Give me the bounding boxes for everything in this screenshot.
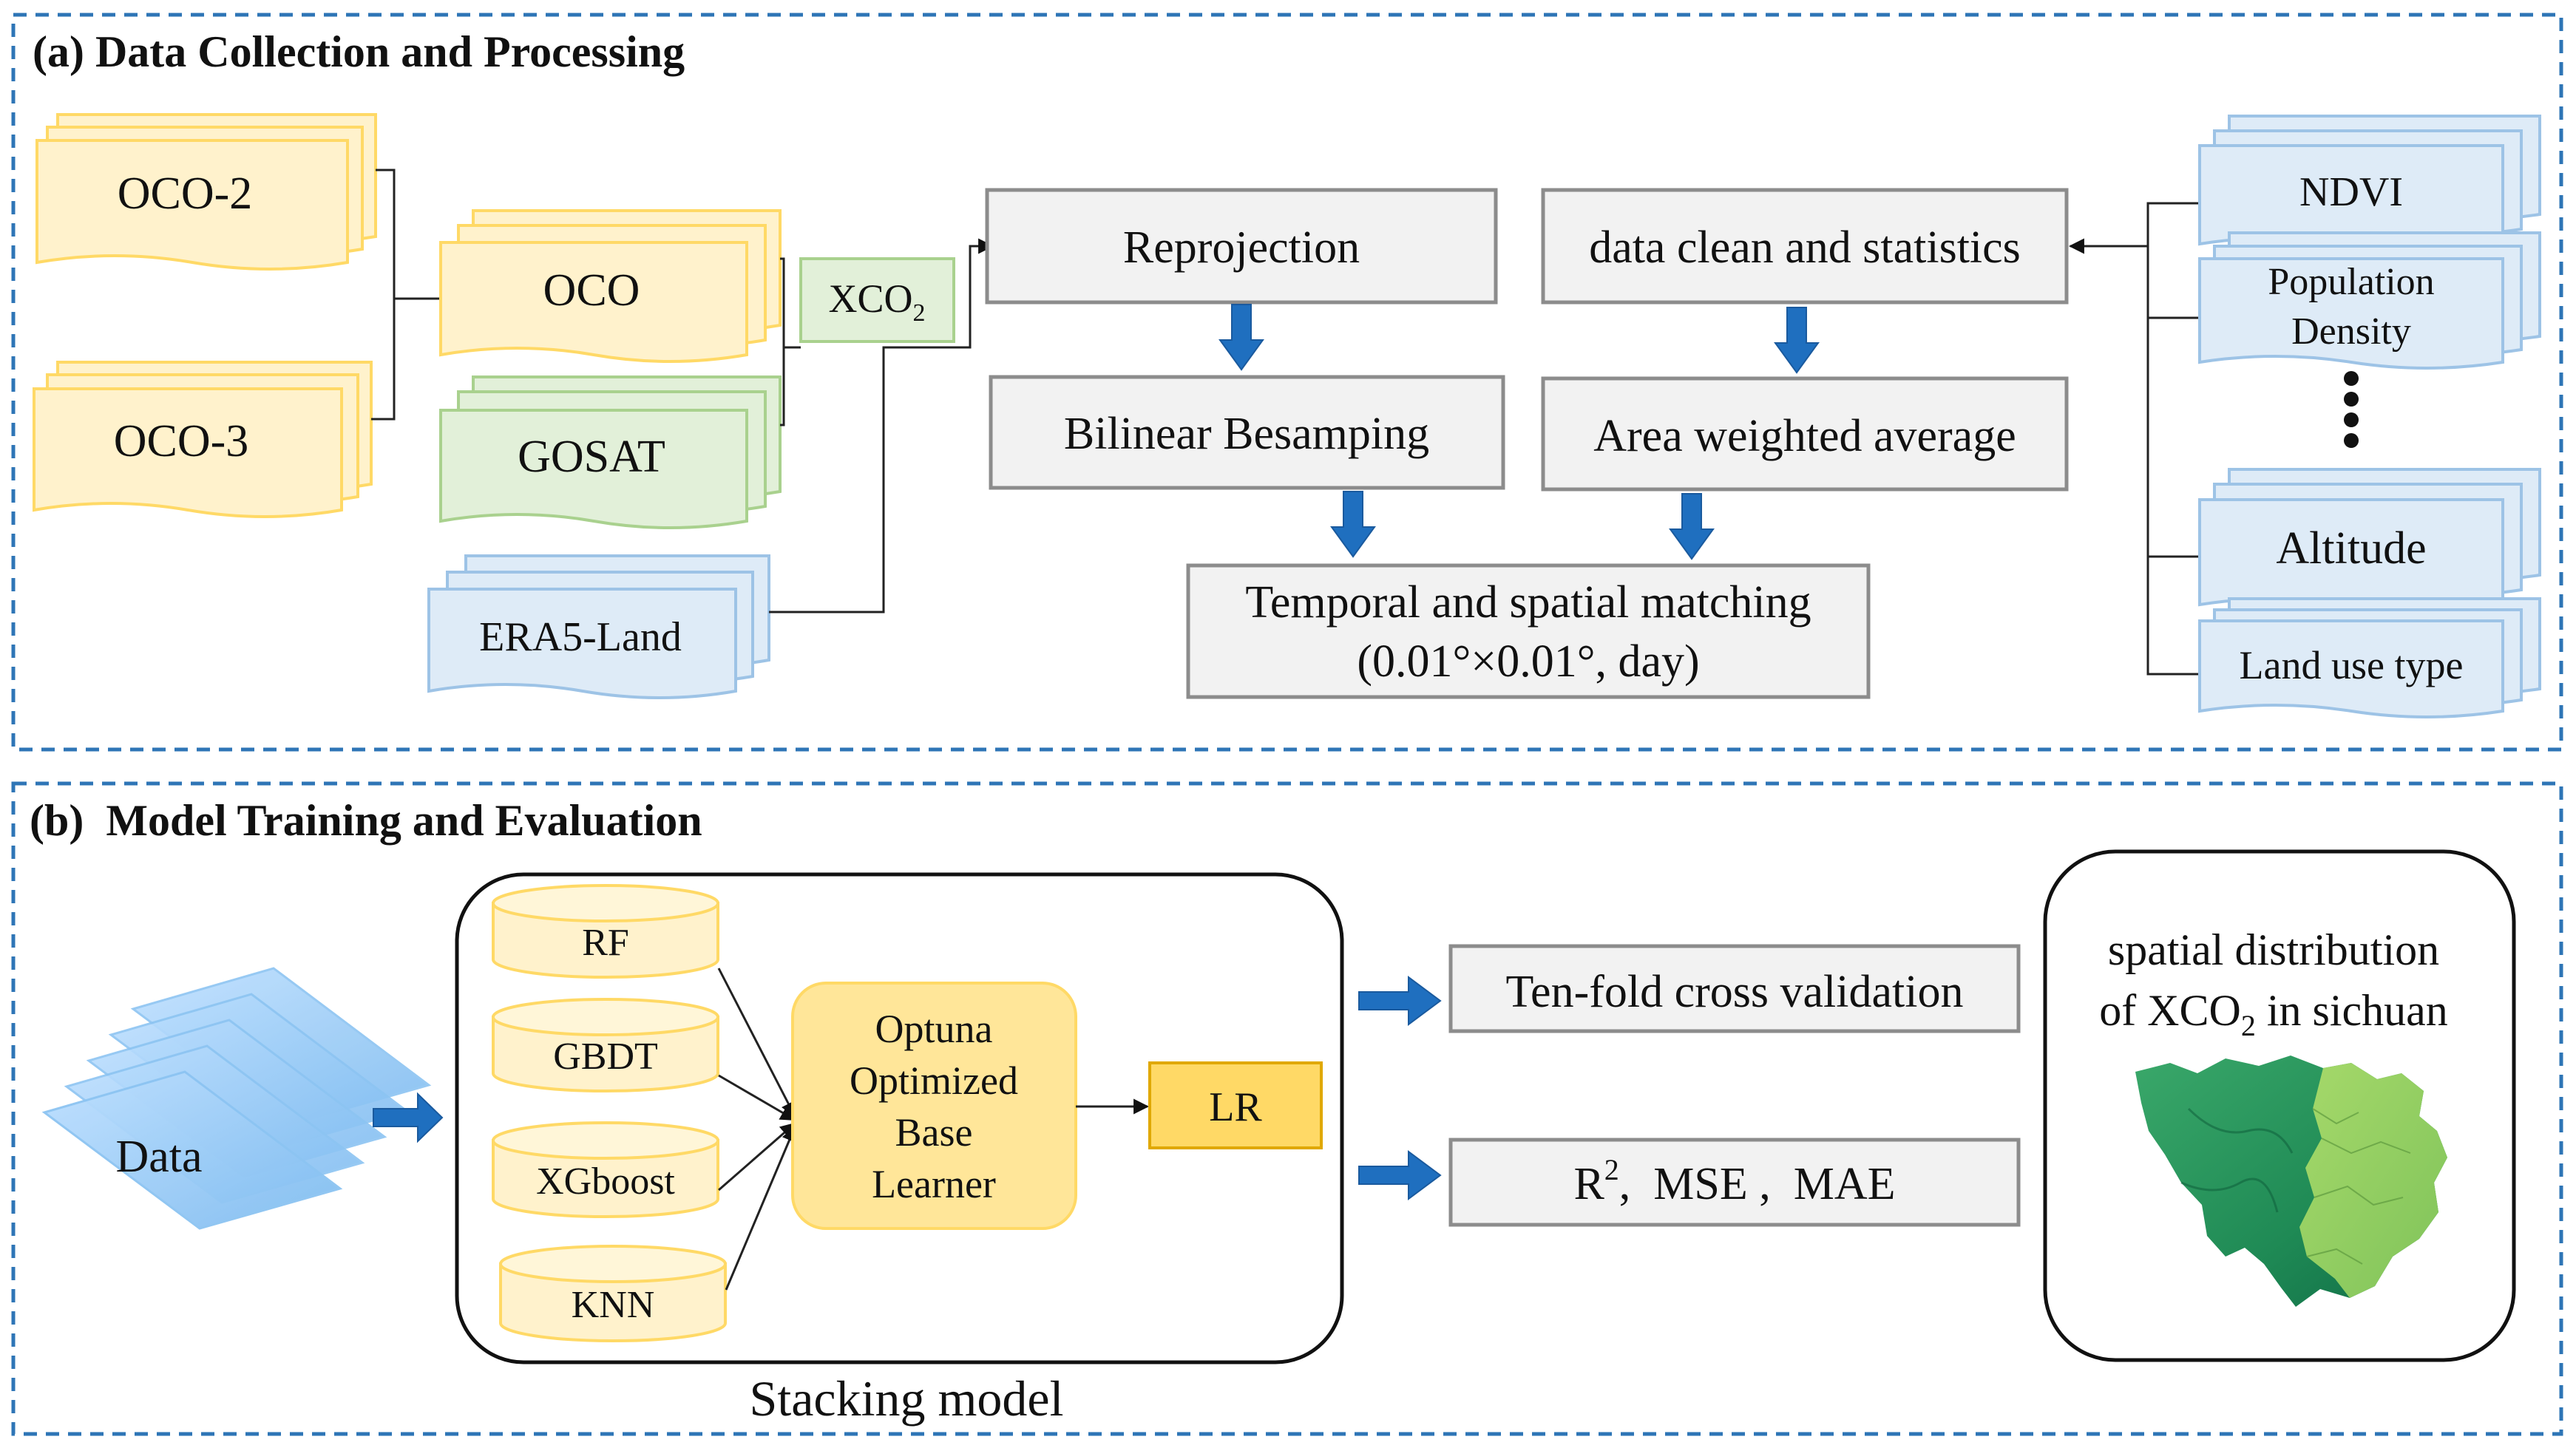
clean-label: data clean and statistics: [1589, 222, 2021, 273]
optuna-line3: Base: [895, 1110, 973, 1155]
reprojection-label: Reprojection: [1123, 222, 1360, 273]
panel-a-border: [11, 13, 2563, 752]
panel-b-title: (b) Model Training and Evaluation: [30, 796, 702, 845]
matching-line1: Temporal and spatial matching: [1245, 577, 1811, 628]
to-validation-arrow: [1358, 976, 1442, 1026]
optuna-line2: Optimized: [850, 1058, 1018, 1103]
cylinder-knn: KNN: [499, 1245, 727, 1342]
oco3-doc: OCO-3: [33, 361, 373, 518]
area-weighted-box: Area weighted average: [1541, 376, 2069, 492]
clean-box: data clean and statistics: [1541, 188, 2069, 305]
oco-doc: OCO: [439, 209, 782, 363]
cylinder-gbdt: GBDT: [492, 998, 719, 1092]
area-weighted-label: Area weighted average: [1593, 411, 2016, 461]
population-line2: Density: [2291, 310, 2411, 353]
oco3-label: OCO-3: [114, 416, 249, 466]
gbdt-label: GBDT: [553, 1036, 658, 1078]
result-container: [2043, 849, 2516, 1362]
oco-merge-bracket: [371, 169, 440, 421]
landuse-doc: Land use type: [2198, 597, 2541, 718]
reprojection-box: Reprojection: [985, 188, 1498, 305]
population-line1: Population: [2268, 261, 2434, 303]
optuna-line1: Optuna: [875, 1007, 993, 1051]
era5-connector: [769, 358, 885, 613]
xco2-merge-bracket: [780, 257, 801, 426]
xgboost-label: XGboost: [536, 1160, 675, 1203]
lr-box: LR: [1148, 1061, 1323, 1149]
aux-bracket: [2146, 202, 2200, 676]
bilinear-box: Bilinear Besamping: [989, 375, 1505, 490]
landuse-label: Land use type: [2240, 643, 2464, 687]
cylinder-xgboost: XGboost: [492, 1121, 719, 1218]
ndvi-label: NDVI: [2299, 169, 2403, 215]
reprojection-down-arrow: [1218, 304, 1264, 371]
matching-box: Temporal and spatial matching (0.01°×0.0…: [1186, 563, 1871, 699]
xco2-label: XCO2: [828, 276, 925, 327]
area-weighted-down-arrow: [1669, 493, 1715, 560]
data-stack: Data: [41, 967, 432, 1230]
to-metrics-arrow: [1358, 1150, 1442, 1200]
panel-b-border: [11, 781, 2563, 1436]
base-to-optuna-arrows: [717, 968, 797, 1291]
population-doc: Population Density: [2198, 231, 2541, 370]
bilinear-label: Bilinear Besamping: [1064, 409, 1429, 459]
rf-label: RF: [582, 922, 629, 964]
data-label: Data: [115, 1132, 202, 1182]
result-line1: spatial distribution: [2108, 925, 2439, 974]
xco2-to-reprojection-line: [882, 246, 992, 358]
gosat-doc: GOSAT: [439, 375, 782, 529]
ndvi-doc: NDVI: [2198, 115, 2541, 251]
clean-down-arrow: [1774, 307, 1820, 374]
matching-line2: (0.01°×0.01°, day): [1357, 636, 1699, 687]
oco2-label: OCO-2: [118, 169, 253, 219]
panel-a-title: (a) Data Collection and Processing: [33, 27, 685, 76]
metrics-label: R2, MSE , MAE: [1573, 1153, 1895, 1209]
result-line2: of XCO2 in sichuan: [2099, 986, 2448, 1042]
more-items-ellipsis: [2344, 371, 2359, 448]
altitude-doc: Altitude: [2198, 468, 2541, 612]
cylinder-rf: RF: [492, 884, 719, 979]
oco2-doc: OCO-2: [35, 113, 377, 271]
data-to-stacking-arrow: [373, 1092, 444, 1143]
stacking-container: [455, 872, 1344, 1364]
oco-label: OCO: [543, 265, 640, 316]
knn-label: KNN: [572, 1284, 655, 1326]
optuna-box: Optuna Optimized Base Learner: [791, 982, 1077, 1230]
lr-label: LR: [1209, 1084, 1262, 1130]
validation-label: Ten-fold cross validation: [1506, 967, 1964, 1017]
metrics-box: R2, MSE , MAE: [1448, 1138, 2021, 1227]
era5-label: ERA5-Land: [479, 614, 682, 660]
bilinear-down-arrow: [1330, 491, 1376, 558]
altitude-label: Altitude: [2276, 523, 2426, 574]
stacking-label: Stacking model: [750, 1370, 1064, 1427]
validation-box: Ten-fold cross validation: [1448, 944, 2021, 1033]
era5-doc: ERA5-Land: [427, 554, 770, 699]
gosat-label: GOSAT: [518, 432, 665, 482]
sichuan-map-image: [2135, 1056, 2447, 1307]
xco2-box: XCO2: [799, 257, 955, 343]
optuna-line4: Learner: [872, 1162, 996, 1206]
